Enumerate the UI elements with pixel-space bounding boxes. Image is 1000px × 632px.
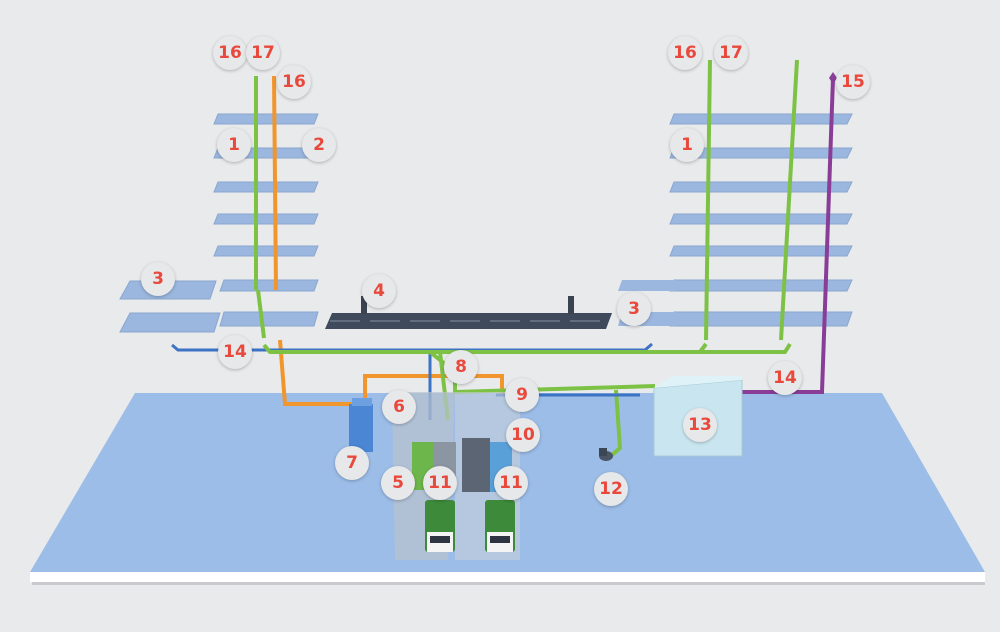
terminal-4-right <box>568 296 574 314</box>
callout-marker: 7 <box>335 446 369 480</box>
pump-12 <box>599 448 613 461</box>
callout-marker: 4 <box>362 274 396 308</box>
right-tower <box>669 113 853 327</box>
callout-marker: 12 <box>594 472 628 506</box>
right-green-riser <box>704 59 799 341</box>
callout-marker: 5 <box>381 466 415 500</box>
callout-marker: 16 <box>277 65 311 99</box>
left-tower <box>213 113 319 327</box>
terminal-4-left <box>361 296 367 314</box>
callout-marker: 15 <box>836 65 870 99</box>
callout-marker: 6 <box>382 390 416 424</box>
ground-shadow <box>32 582 985 585</box>
callout-marker: 17 <box>714 36 748 70</box>
callout-marker: 11 <box>494 466 528 500</box>
callout-marker: 14 <box>768 361 802 395</box>
module-7 <box>349 398 373 452</box>
left-green-riser <box>254 76 266 339</box>
callout-marker: 13 <box>683 408 717 442</box>
callout-marker: 3 <box>617 292 651 326</box>
callout-marker: 1 <box>217 128 251 162</box>
ground-slab-edge <box>30 572 985 582</box>
callout-marker: 9 <box>505 378 539 412</box>
callout-marker: 8 <box>444 350 478 384</box>
callout-marker: 17 <box>246 36 280 70</box>
callout-marker: 3 <box>141 262 175 296</box>
right-wing <box>618 280 676 291</box>
callout-marker: 10 <box>506 418 540 452</box>
callout-marker: 16 <box>668 36 702 70</box>
callout-marker: 14 <box>218 335 252 369</box>
callout-marker: 2 <box>302 128 336 162</box>
callout-marker: 1 <box>670 128 704 162</box>
callout-marker: 16 <box>213 36 247 70</box>
purple-riser <box>742 77 835 394</box>
callout-marker: 11 <box>423 466 457 500</box>
truck-right <box>485 500 515 552</box>
truck-left <box>425 500 455 552</box>
